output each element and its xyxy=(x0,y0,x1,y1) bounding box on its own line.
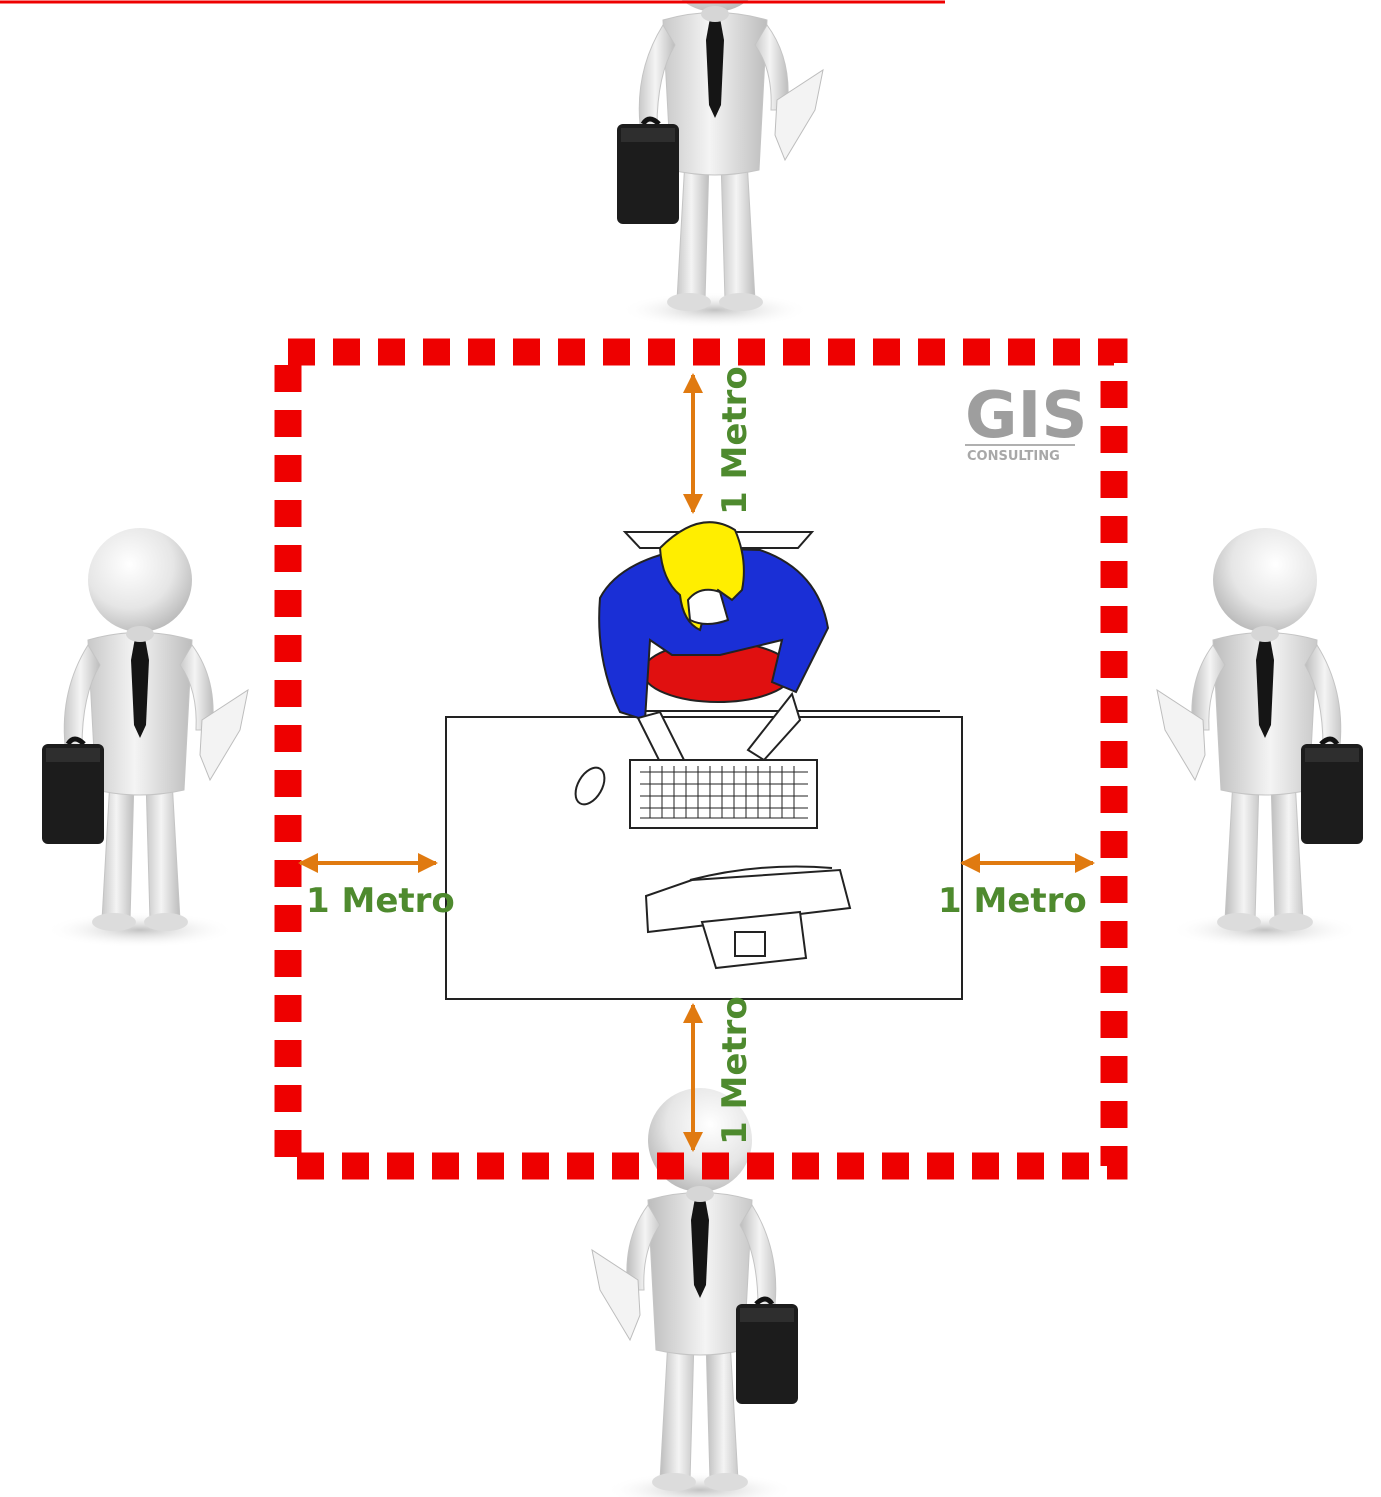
workstation-illustration xyxy=(445,521,963,1000)
mouse xyxy=(574,766,606,806)
keyboard xyxy=(629,759,818,829)
left-distance-label: 1 Metro xyxy=(306,881,455,921)
bottom-distance-label: 1 Metro xyxy=(715,996,755,1145)
businessman-right-figure xyxy=(1157,528,1363,948)
gis-consulting-logo: GIS CONSULTING xyxy=(965,379,1087,464)
worker-shirt xyxy=(598,546,830,722)
logo-main-text: GIS xyxy=(965,379,1087,453)
right-distance-label: 1 Metro xyxy=(938,881,1087,921)
logo-sub-text: CONSULTING xyxy=(967,449,1060,464)
safety-boundary xyxy=(274,338,1128,1180)
top-distance-label: 1 Metro xyxy=(715,366,755,515)
businessman-top-figure xyxy=(617,0,823,328)
businessman-left-figure xyxy=(42,528,248,948)
